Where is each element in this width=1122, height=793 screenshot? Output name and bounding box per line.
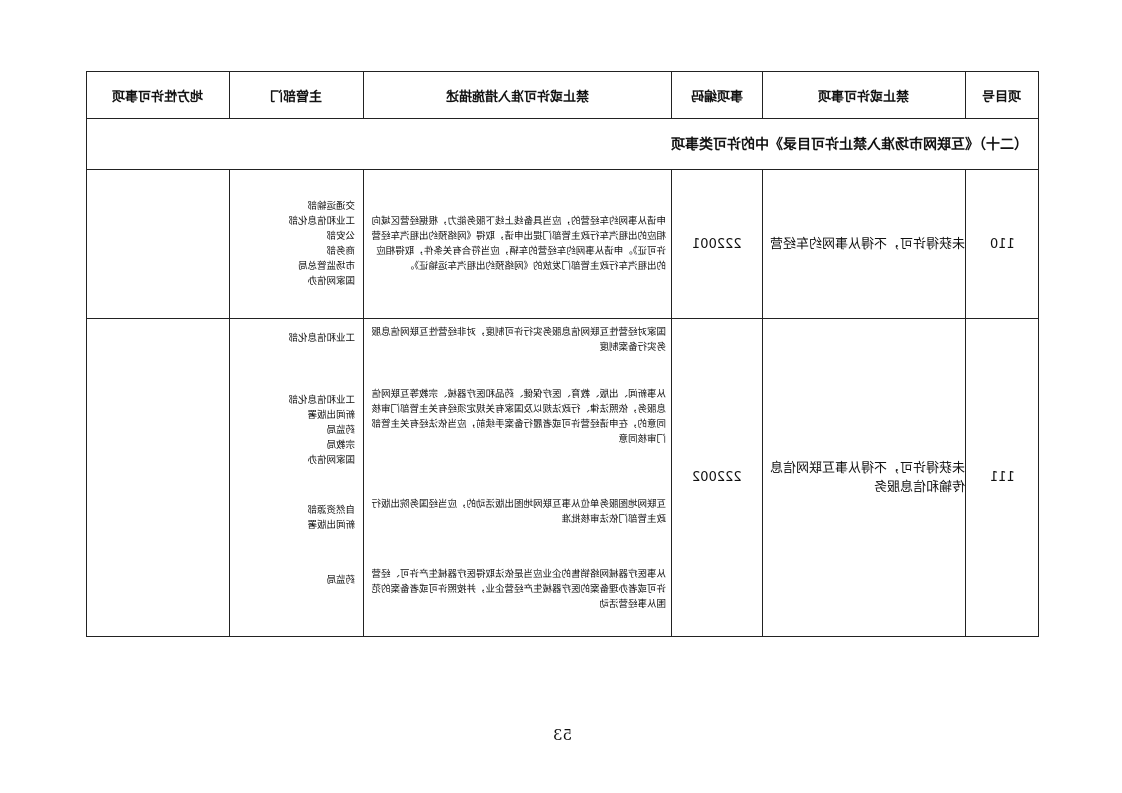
measure-text: 互联网地图服务单位从事互联网地图出版活动的，应当经国务院出版行政主管部门依法审核… [371,499,666,525]
local-cell [86,169,230,319]
project-no-cell: 111 [965,318,1039,637]
measure-text: 国家对经营性互联网信息服务实行许可制度，对非经营性互联网信息服务实行备案制度 [371,327,666,353]
department-name: 药监局 [326,425,355,436]
header-item-code: 事项编码 [671,71,763,119]
department-name: 市场监管总局 [297,261,355,272]
table-row: 工业和信息化部 工业和信息化部 新闻出版署 药监局 宗教局 国家网信办 自然资源… [86,318,1039,637]
item-name-cell: 未获得许可，不得从事网约车经营 [762,169,966,319]
measure-text: 从事医疗器械网络销售的企业应当是依法取得医疗器械生产许可、经营许可或者办理备案的… [371,569,666,610]
department-group: 自然资源部 新闻出版署 [238,503,355,573]
department-name: 商务部 [326,246,355,257]
header-department: 主管部门 [229,71,364,119]
section-row: （二十）《互联网市场准入禁止许可目录》中的许可类事项 [86,118,1039,170]
department-name: 自然资源部 [307,505,355,516]
measures-cell: 国家对经营性互联网信息服务实行许可制度，对非经营性互联网信息服务实行备案制度 从… [363,318,672,637]
local-cell [86,318,230,637]
project-no-cell: 110 [965,169,1039,319]
department-cell: 交通运输部 工业和信息化部 公安部 商务部 市场监管总局 国家网信办 [229,169,364,319]
measures-cell: 申请从事网约车经营的，应当具备线上线下服务能力，根据经营区域向相应的出租汽车行政… [363,169,672,319]
table-row: 交通运输部 工业和信息化部 公安部 商务部 市场监管总局 国家网信办 申请从事网… [86,169,1039,319]
page-number: 53 [553,726,573,744]
department-group: 药监局 [238,573,355,588]
section-title: （二十）《互联网市场准入禁止许可目录》中的许可类事项 [86,118,1039,170]
department-group: 工业和信息化部 新闻出版署 药监局 宗教局 国家网信办 [238,393,355,503]
header-local: 地方性许可事项 [86,71,230,119]
department-name: 新闻出版署 [307,520,355,531]
measure-text: 从事新闻、出版、教育、医疗保健、药品和医疗器械、宗教等互联网信息服务，依照法律、… [371,389,666,445]
department-name: 新闻出版署 [307,410,355,421]
department-name: 工业和信息化部 [288,333,355,344]
item-name-cell: 未获得许可，不得从事互联网信息传输和信息服务 [762,318,966,637]
permit-table: 地方性许可事项 主管部门 禁止或许可准入措施描述 事项编码 禁止或许可事项 项目… [86,71,1039,637]
header-project-no: 项目号 [965,71,1039,119]
item-code-cell: 222001 [671,169,763,319]
department-name: 交通运输部 [307,201,355,212]
department-name: 工业和信息化部 [288,395,355,406]
department-name: 宗教局 [326,440,355,451]
department-name: 公安部 [326,231,355,242]
department-name: 工业和信息化部 [288,216,355,227]
department-cell: 工业和信息化部 工业和信息化部 新闻出版署 药监局 宗教局 国家网信办 自然资源… [229,318,364,637]
header-measures: 禁止或许可准入措施描述 [363,71,672,119]
item-code-cell: 222002 [671,318,763,637]
header-item-name: 禁止或许可事项 [762,71,966,119]
department-name: 国家网信办 [307,276,355,287]
department-name: 国家网信办 [307,455,355,466]
measure-text: 申请从事网约车经营的，应当具备线上线下服务能力，根据经营区域向相应的出租汽车行政… [371,216,666,272]
department-name: 药监局 [326,575,355,586]
header-row: 地方性许可事项 主管部门 禁止或许可准入措施描述 事项编码 禁止或许可事项 项目… [86,71,1039,119]
department-group: 工业和信息化部 [238,331,355,393]
